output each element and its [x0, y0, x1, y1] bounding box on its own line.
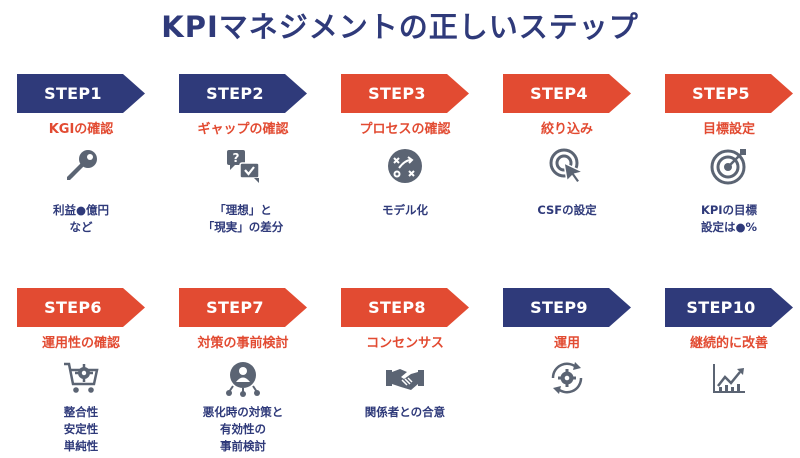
- step-card-2: STEP2 ギャップの確認 ? 「理想」と 「現実」の差分: [179, 74, 307, 244]
- step-arrow-shape: [665, 288, 793, 327]
- step-arrow-banner: STEP10: [665, 288, 793, 327]
- step-description: 関係者との合意: [364, 405, 446, 419]
- step-label: STEP5: [692, 84, 750, 103]
- step-card-7: STEP7 対策の事前検討 悪化時の対策と 有効性の 事前検討: [179, 288, 307, 458]
- step-label: STEP1: [44, 84, 102, 103]
- step-label: STEP4: [530, 84, 588, 103]
- step-description: KPIの目標 設定は●%: [700, 203, 758, 234]
- step-card-1: STEP1 KGIの確認 利益●億円 など: [17, 74, 145, 244]
- cycle-gear-icon: [547, 358, 587, 398]
- step-title: 対策の事前検討: [197, 336, 289, 351]
- step-title: 運用: [553, 336, 580, 351]
- step-description: モデル化: [382, 203, 428, 217]
- step-arrow-shape: [17, 288, 145, 327]
- step-arrow-banner: STEP2: [179, 74, 307, 113]
- step-arrow-shape: [179, 74, 307, 113]
- step-description: 利益●億円 など: [52, 203, 110, 234]
- svg-text:?: ?: [233, 151, 240, 165]
- step-description: 悪化時の対策と 有効性の 事前検討: [202, 405, 284, 453]
- step-arrow-banner: STEP6: [17, 288, 145, 327]
- step-card-10: STEP10 継続的に改善: [665, 288, 793, 458]
- step-title: 絞り込み: [540, 122, 593, 137]
- step-label: STEP3: [368, 84, 426, 103]
- step-label: STEP2: [206, 84, 264, 103]
- step-title: 運用性の確認: [41, 336, 120, 351]
- step-card-8: STEP8 コンセンサス 関係者との合意: [341, 288, 469, 458]
- step-arrow-banner: STEP1: [17, 74, 145, 113]
- page-title: KPIマネジメントの正しいステップ: [161, 10, 639, 44]
- step-title: コンセンサス: [366, 336, 444, 351]
- step-arrow-banner: STEP7: [179, 288, 307, 327]
- step-description: CSFの設定: [537, 203, 597, 217]
- step-label: STEP6: [44, 298, 102, 317]
- target-cursor-icon: [547, 146, 587, 186]
- step-arrow-shape: [503, 74, 631, 113]
- step-arrow-shape: [179, 288, 307, 327]
- step-arrow-banner: STEP5: [665, 74, 793, 113]
- step-title: KGIの確認: [48, 122, 114, 137]
- step-arrow-banner: STEP8: [341, 288, 469, 327]
- question-check-chat-icon: ?: [223, 146, 263, 186]
- step-title: ギャップの確認: [197, 122, 289, 137]
- step-card-9: STEP9 運用: [503, 288, 631, 458]
- step-label: STEP9: [530, 298, 588, 317]
- step-title: 継続的に改善: [689, 336, 768, 351]
- team-network-icon: [223, 358, 263, 398]
- step-title: プロセスの確認: [359, 122, 451, 137]
- step-label: STEP7: [206, 298, 264, 317]
- step-card-6: STEP6 運用性の確認 整合性 安定性 単純性: [17, 288, 145, 458]
- bullseye-arrow-icon: [709, 146, 749, 186]
- step-label: STEP10: [686, 298, 756, 317]
- step-arrow-shape: [665, 74, 793, 113]
- step-arrow-shape: [341, 74, 469, 113]
- step-title: 目標設定: [702, 122, 755, 137]
- step-arrow-banner: STEP3: [341, 74, 469, 113]
- step-arrow-shape: [503, 288, 631, 327]
- step-arrow-banner: STEP4: [503, 74, 631, 113]
- strategy-play-icon: [385, 146, 425, 186]
- step-card-5: STEP5 目標設定 KPIの目標 設定は●%: [665, 74, 793, 244]
- handshake-icon: [385, 358, 425, 398]
- step-arrow-shape: [341, 288, 469, 327]
- step-arrow-shape: [17, 74, 145, 113]
- step-arrow-banner: STEP9: [503, 288, 631, 327]
- key-icon: [61, 146, 101, 186]
- step-label: STEP8: [368, 298, 426, 317]
- growth-chart-icon: [709, 358, 749, 398]
- step-card-3: STEP3 プロセスの確認 モデル化: [341, 74, 469, 244]
- step-card-4: STEP4 絞り込み CSFの設定: [503, 74, 631, 244]
- cart-gear-icon: [61, 358, 101, 398]
- step-description: 「理想」と 「現実」の差分: [202, 203, 284, 234]
- step-description: 整合性 安定性 単純性: [63, 405, 99, 453]
